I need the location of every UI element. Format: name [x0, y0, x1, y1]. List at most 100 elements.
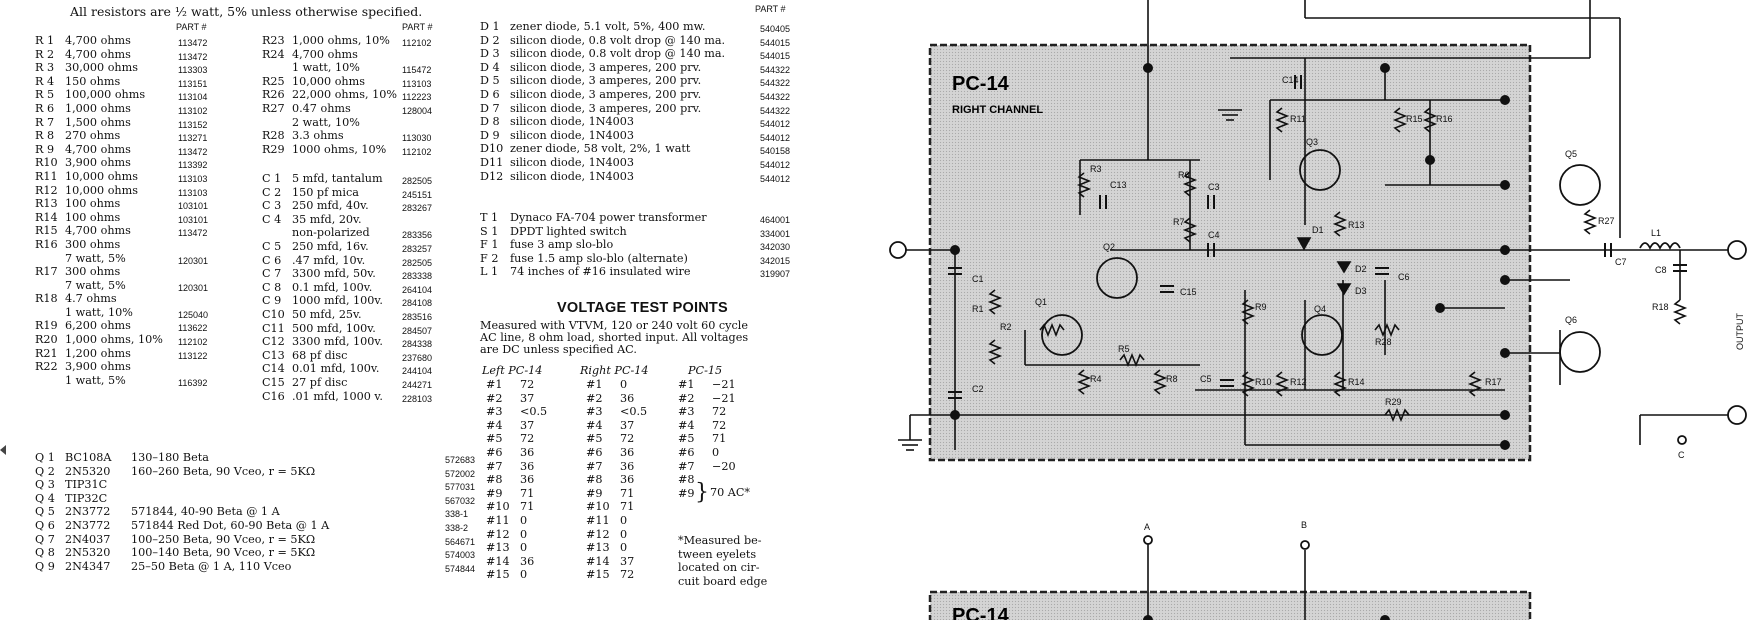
label-c6: C6: [1398, 272, 1410, 282]
part-number: 244271: [402, 379, 433, 390]
part-number: 113151: [178, 78, 208, 89]
part-number: 338-1: [445, 509, 469, 520]
voltage-value: <0.5: [620, 405, 648, 419]
ref-designator: R23: [262, 34, 285, 47]
ref-designator: D10: [480, 142, 504, 156]
value: 300 ohms: [65, 237, 121, 251]
list-item: 7 watt, 5%120301: [35, 252, 250, 266]
board2-label: PC-14: [952, 605, 1010, 620]
value: 10,000 ohms: [65, 169, 138, 183]
voltage-value: 0: [620, 378, 628, 391]
label-c15: C15: [1180, 287, 1197, 297]
part-number: 113472: [178, 38, 208, 48]
ref-designator: C16: [262, 389, 285, 403]
ref-designator: R25: [262, 74, 285, 88]
ref-designator: C 1: [262, 172, 282, 185]
test-point: #7: [486, 459, 503, 473]
value: silicon diode, 3 amperes, 200 prv.: [510, 87, 702, 101]
value: silicon diode, 1N4003: [510, 128, 634, 142]
ref-designator: Q 7: [35, 532, 55, 546]
value: 1,000 ohms: [65, 101, 131, 115]
ref-designator: C14: [262, 362, 285, 376]
test-point: #9: [586, 486, 603, 500]
test-point: #10: [486, 500, 510, 514]
test-point: #14: [586, 554, 610, 568]
value: 150 ohms: [65, 74, 121, 88]
value: Dynaco FA-704 power transformer: [510, 211, 707, 224]
label-q3: Q3: [1306, 137, 1318, 147]
voltage-value: 36: [620, 473, 635, 487]
label-c3: C3: [1208, 182, 1220, 192]
value: 35 mfd, 20v.: [292, 212, 362, 226]
part-number: 228103: [402, 393, 433, 404]
label-c2: C2: [972, 384, 984, 394]
ref-designator: R 1: [35, 34, 55, 47]
label-r7: R7: [1173, 217, 1185, 227]
value: 3.3 ohms: [292, 129, 344, 143]
description: 571844 Red Dot, 60-90 Beta @ 1 A: [131, 518, 330, 532]
ref-designator: R18: [35, 292, 58, 306]
voltage-row: #1−21: [678, 378, 768, 392]
ref-designator: C 4: [262, 212, 282, 226]
part-number: 284507: [402, 325, 433, 336]
test-point: #2: [678, 391, 695, 405]
label-c-terminal: C: [1678, 450, 1685, 460]
label-r3: R3: [1090, 164, 1102, 174]
value: 500 mfd, 100v.: [292, 321, 376, 335]
test-point: #2: [586, 391, 603, 405]
ac-note: 70 AC*: [710, 486, 751, 499]
value: 3,900 ohms: [65, 360, 131, 374]
value: 4.7 ohms: [65, 292, 117, 306]
value: silicon diode, 3 amperes, 200 prv.: [510, 101, 702, 115]
part-number: 564671: [445, 536, 476, 547]
part-number: 113472: [178, 146, 208, 157]
label-r18: R18: [1652, 302, 1669, 312]
ref-designator: R13: [35, 197, 58, 211]
part-number: 342015: [760, 255, 791, 266]
part-label-3: PART #: [755, 4, 786, 14]
value: 150 pf mica: [292, 185, 359, 199]
part-number: 113152: [178, 119, 208, 130]
voltage-value: 72: [520, 432, 535, 446]
label-a-terminal: A: [1144, 522, 1150, 532]
label-r14: R14: [1348, 377, 1365, 387]
value: 22,000 ohms, 10%: [292, 88, 397, 102]
ref-designator: Q 8: [35, 546, 55, 560]
value: 1,000 ohms, 10%: [65, 333, 163, 347]
voltage-row: #3<0.5: [486, 405, 566, 419]
test-point: #4: [486, 418, 503, 432]
part-number: 342030: [760, 242, 791, 253]
ref-designator: C 8: [262, 280, 282, 294]
voltage-value: 37: [620, 418, 635, 432]
part-number: 113392: [178, 160, 208, 171]
test-point: #1: [586, 378, 603, 391]
ref-designator: R 4: [35, 74, 55, 88]
test-point: #8: [586, 473, 603, 487]
ref-designator: R10: [35, 156, 58, 170]
part-label-2: PART #: [402, 22, 433, 32]
test-point: #6: [486, 445, 503, 459]
part-number: 113104: [178, 92, 208, 103]
description: 25–50 Beta @ 1 A, 110 Vceo: [131, 559, 292, 573]
part-number: 540405: [760, 24, 791, 34]
part-number: 116392: [178, 377, 208, 388]
label-c14: C14: [1282, 75, 1299, 85]
ref-designator: R 9: [35, 142, 55, 156]
test-point: #4: [586, 418, 603, 432]
ref-designator: C13: [262, 348, 285, 362]
